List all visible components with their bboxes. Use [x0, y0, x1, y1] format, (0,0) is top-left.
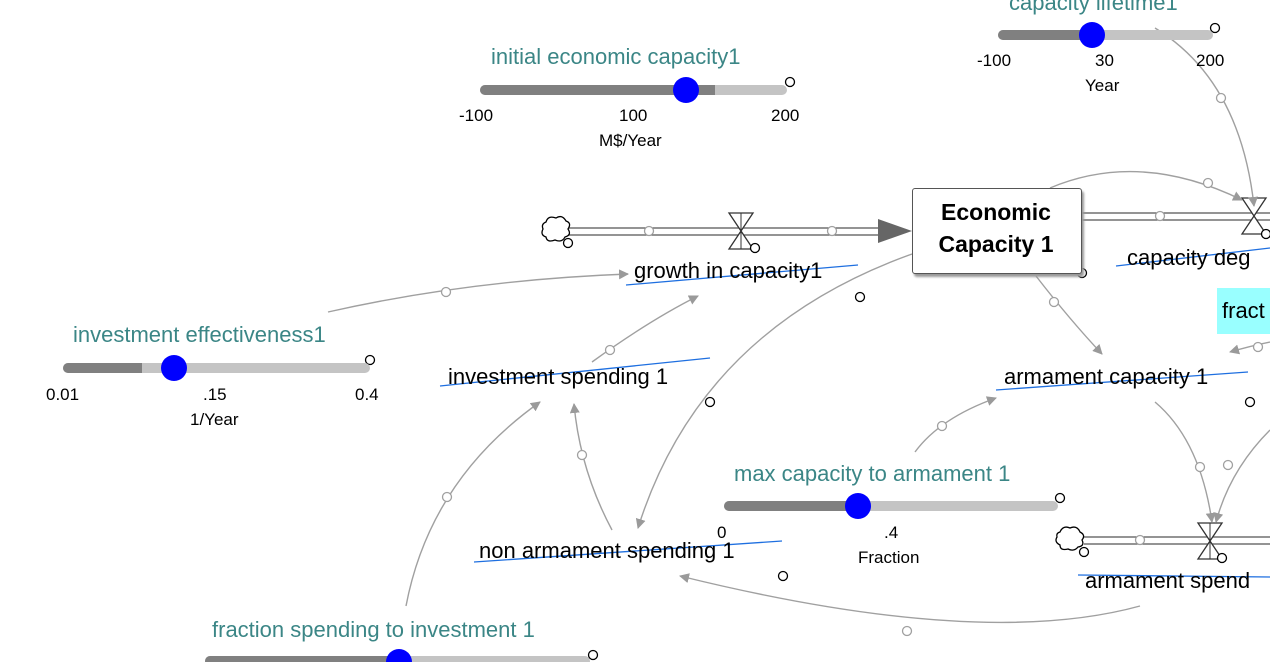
- armament-capacity-label[interactable]: armament capacity 1: [1004, 364, 1209, 389]
- economic-capacity-stock[interactable]: [912, 188, 1082, 274]
- investment-spending-label[interactable]: investment spending 1: [448, 364, 669, 389]
- slider-fill: [998, 30, 1092, 40]
- slider-knob[interactable]: [386, 649, 412, 662]
- slider-mid: 100: [619, 106, 648, 125]
- capacity-degradation-label[interactable]: capacity deg: [1127, 245, 1251, 270]
- armament-cloud-icon: [1055, 526, 1085, 551]
- slider-unit: Year: [1085, 76, 1120, 95]
- slider-mid: .15: [203, 385, 227, 404]
- slider-knob[interactable]: [161, 355, 187, 381]
- link-fraction-to-investment: [405, 401, 541, 607]
- slider-max: 200: [1196, 51, 1225, 70]
- link-stock-to-armament-capacity: [1035, 275, 1103, 355]
- slider-min: -100: [459, 106, 494, 125]
- slider-track[interactable]: [724, 501, 1058, 511]
- source-cloud-icon: [541, 215, 571, 242]
- growth-valve-icon: [727, 212, 755, 250]
- economic-capacity-stock-label: Economic Capacity 1: [912, 196, 1080, 260]
- link-effectiveness-to-growth: [327, 269, 629, 313]
- link-right-fract: [1229, 341, 1270, 355]
- growth-in-capacity-label[interactable]: growth in capacity1: [634, 258, 823, 283]
- slider-min: -100: [977, 51, 1012, 70]
- slider-track[interactable]: [998, 30, 1213, 40]
- slider-name: initial economic capacity1: [491, 44, 741, 69]
- degradation-flow-pipe: [1082, 212, 1270, 221]
- armament-spending-label[interactable]: armament spend: [1085, 568, 1251, 593]
- slider-name: fraction spending to investment 1: [212, 617, 535, 642]
- slider-track[interactable]: [480, 85, 787, 95]
- link-right-to-valve: [1213, 429, 1270, 523]
- slider-knob[interactable]: [673, 77, 699, 103]
- causal-links: [327, 27, 1270, 624]
- link-armament-capacity-to-valve: [1154, 401, 1216, 523]
- link-stock-to-nonarmament: [635, 253, 913, 529]
- fract-label[interactable]: fract: [1222, 298, 1265, 323]
- armament-valve-icon: [1196, 522, 1224, 560]
- slider-name: capacity lifetime1: [1009, 0, 1178, 15]
- link-maxcap-to-armament: [914, 396, 997, 453]
- slider-name: investment effectiveness1: [73, 322, 326, 347]
- slider-mid: 30: [1095, 51, 1114, 70]
- fract-highlight: [1217, 288, 1270, 334]
- link-investment-to-growth: [591, 295, 699, 363]
- link-nonarmament-to-investment: [569, 403, 613, 531]
- degradation-valve-icon: [1240, 197, 1268, 235]
- slider-fill: [724, 501, 858, 511]
- slider-fill: [205, 656, 398, 662]
- slider-mid: .4: [884, 523, 899, 542]
- slider-knob[interactable]: [1079, 22, 1105, 48]
- growth-flow-pipe: [568, 219, 912, 243]
- slider-max: 0.4: [355, 385, 379, 404]
- slider-name: max capacity to armament 1: [734, 461, 1011, 486]
- slider-unit: Fraction: [858, 548, 920, 567]
- stock-label-line1: Economic: [941, 199, 1051, 225]
- variable-corner-handles[interactable]: [364, 22, 1270, 661]
- slider-unit: M$/Year: [599, 131, 662, 150]
- slider-track[interactable]: [63, 363, 370, 373]
- slider-min: 0.01: [46, 385, 80, 404]
- slider-knob[interactable]: [845, 493, 871, 519]
- slider-unit: 1/Year: [190, 410, 239, 429]
- non-armament-spending-label[interactable]: non armament spending 1: [479, 538, 735, 563]
- link-stock-to-degradation: [1049, 170, 1243, 201]
- armament-flow-pipe: [1084, 536, 1270, 545]
- slider-fill: [480, 85, 716, 95]
- slider-max: 200: [771, 106, 800, 125]
- slider-fill: [63, 363, 142, 373]
- stock-label-line2: Capacity 1: [938, 231, 1054, 257]
- link-armament-spend-to-nonarmament: [679, 573, 1141, 624]
- link-midpoint-handles[interactable]: [440, 92, 1264, 637]
- slider-min: 0: [717, 523, 727, 542]
